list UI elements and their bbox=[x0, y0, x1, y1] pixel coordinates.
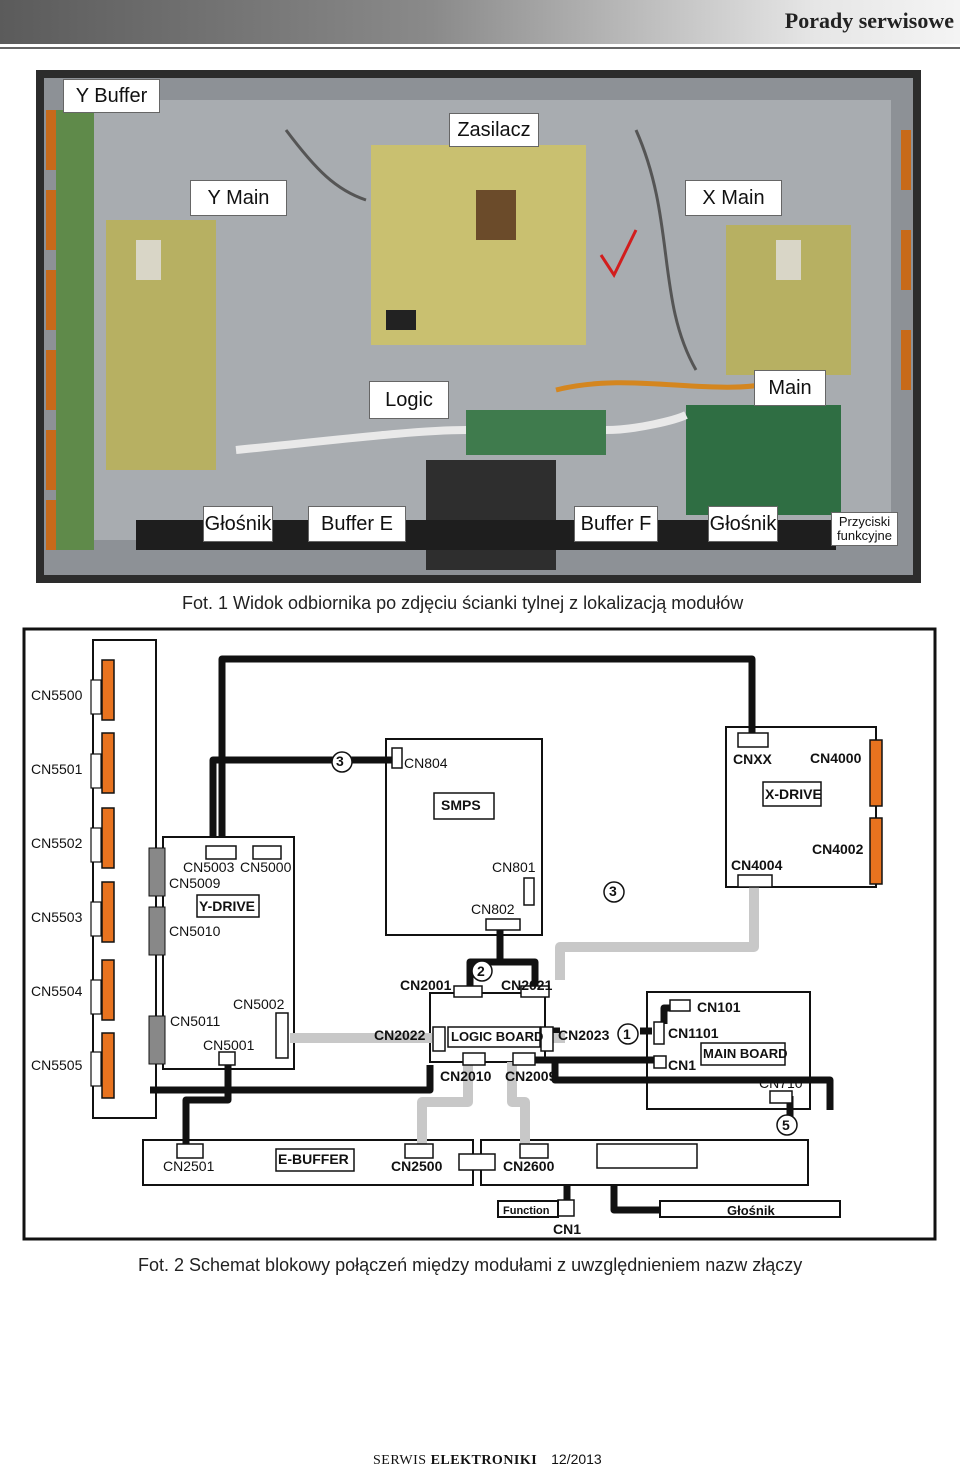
label-cn2021: CN2021 bbox=[501, 977, 553, 993]
label-cn5002: CN5002 bbox=[233, 996, 285, 1012]
label-cn2009: CN2009 bbox=[505, 1068, 557, 1084]
label-cn4002: CN4002 bbox=[812, 841, 864, 857]
label-y-drive: Y-DRIVE bbox=[199, 898, 256, 914]
label-przyciski-funkcyjne: Przyciski funkcyjne bbox=[831, 512, 898, 546]
label-cn2001: CN2001 bbox=[400, 977, 452, 993]
label-cn5500: CN5500 bbox=[31, 687, 83, 703]
label-cn5504: CN5504 bbox=[31, 983, 83, 999]
label-y-main: Y Main bbox=[190, 180, 287, 216]
label-cn101: CN101 bbox=[697, 999, 741, 1015]
section-title: Porady serwisowe bbox=[784, 8, 954, 33]
label-cn5501: CN5501 bbox=[31, 761, 83, 777]
label-main-board: MAIN BOARD bbox=[703, 1046, 788, 1061]
label-smps: SMPS bbox=[441, 797, 481, 813]
footer-brand: SERWIS ELEKTRONIKI bbox=[373, 1453, 537, 1468]
label-e-buffer: E-BUFFER bbox=[278, 1151, 349, 1167]
label-glosnik-left: Głośnik bbox=[203, 506, 273, 542]
label-x-drive: X-DRIVE bbox=[765, 786, 822, 802]
label-przyciski-line2: funkcyjne bbox=[837, 528, 892, 543]
photo-caption: Fot. 1 Widok odbiornika po zdjęciu ścian… bbox=[182, 593, 744, 613]
label-cn2501: CN2501 bbox=[163, 1158, 215, 1174]
label-cn5502: CN5502 bbox=[31, 835, 83, 851]
marker-5: 5 bbox=[782, 1117, 790, 1133]
marker-2: 2 bbox=[477, 963, 485, 979]
label-cn1-function: CN1 bbox=[553, 1221, 582, 1237]
label-cnxx: CNXX bbox=[733, 751, 772, 767]
label-cn5001: CN5001 bbox=[203, 1037, 255, 1053]
marker-3-top: 3 bbox=[336, 753, 344, 769]
label-cn2500: CN2500 bbox=[391, 1158, 443, 1174]
label-logic: Logic bbox=[369, 381, 449, 419]
label-x-main: X Main bbox=[685, 180, 782, 216]
diagram-caption: Fot. 2 Schemat blokowy połączeń między m… bbox=[138, 1255, 803, 1275]
label-cn2022: CN2022 bbox=[374, 1027, 426, 1043]
label-cn2010: CN2010 bbox=[440, 1068, 492, 1084]
header-bar bbox=[0, 0, 960, 44]
label-cn2600: CN2600 bbox=[503, 1158, 555, 1174]
label-buffer-f: Buffer F bbox=[574, 506, 658, 542]
label-przyciski-line1: Przyciski bbox=[838, 514, 891, 529]
footer: SERWIS ELEKTRONIKI 12/2013 bbox=[373, 1451, 602, 1469]
label-cn802: CN802 bbox=[471, 901, 515, 917]
label-function: Function bbox=[503, 1205, 550, 1217]
label-cn5009: CN5009 bbox=[169, 875, 221, 891]
marker-3-mid: 3 bbox=[609, 883, 617, 899]
label-cn1101: CN1101 bbox=[668, 1025, 719, 1041]
block-diagram bbox=[22, 627, 937, 1241]
label-cn4004: CN4004 bbox=[731, 857, 783, 873]
label-cn5011: CN5011 bbox=[170, 1013, 221, 1029]
label-glosnik-diagram: Głośnik bbox=[727, 1203, 775, 1218]
label-y-buffer: Y Buffer bbox=[63, 79, 160, 113]
header-divider bbox=[0, 47, 960, 49]
footer-issue: 12/2013 bbox=[551, 1451, 602, 1467]
label-buffer-e: Buffer E bbox=[308, 506, 406, 542]
label-cn710: CN710 bbox=[759, 1075, 803, 1091]
label-cn5010: CN5010 bbox=[169, 923, 221, 939]
label-cn2023: CN2023 bbox=[558, 1027, 610, 1043]
label-main: Main bbox=[754, 370, 826, 406]
marker-1: 1 bbox=[623, 1026, 631, 1042]
label-cn5503: CN5503 bbox=[31, 909, 83, 925]
label-cn4000: CN4000 bbox=[810, 750, 862, 766]
label-cn5003: CN5003 bbox=[183, 859, 235, 875]
tv-back-photo bbox=[36, 70, 921, 583]
label-cn804: CN804 bbox=[404, 755, 448, 771]
label-cn801: CN801 bbox=[492, 859, 536, 875]
label-cn5000: CN5000 bbox=[240, 859, 292, 875]
label-zasilacz: Zasilacz bbox=[449, 113, 539, 147]
label-cn5505: CN5505 bbox=[31, 1057, 83, 1073]
label-logic-board: LOGIC BOARD bbox=[451, 1029, 544, 1044]
footer-brand-b: ELEKTRONIKI bbox=[430, 1453, 538, 1468]
label-glosnik-right: Głośnik bbox=[708, 506, 778, 542]
footer-brand-a: SERWIS bbox=[373, 1453, 431, 1468]
label-cn1-main: CN1 bbox=[668, 1057, 697, 1073]
